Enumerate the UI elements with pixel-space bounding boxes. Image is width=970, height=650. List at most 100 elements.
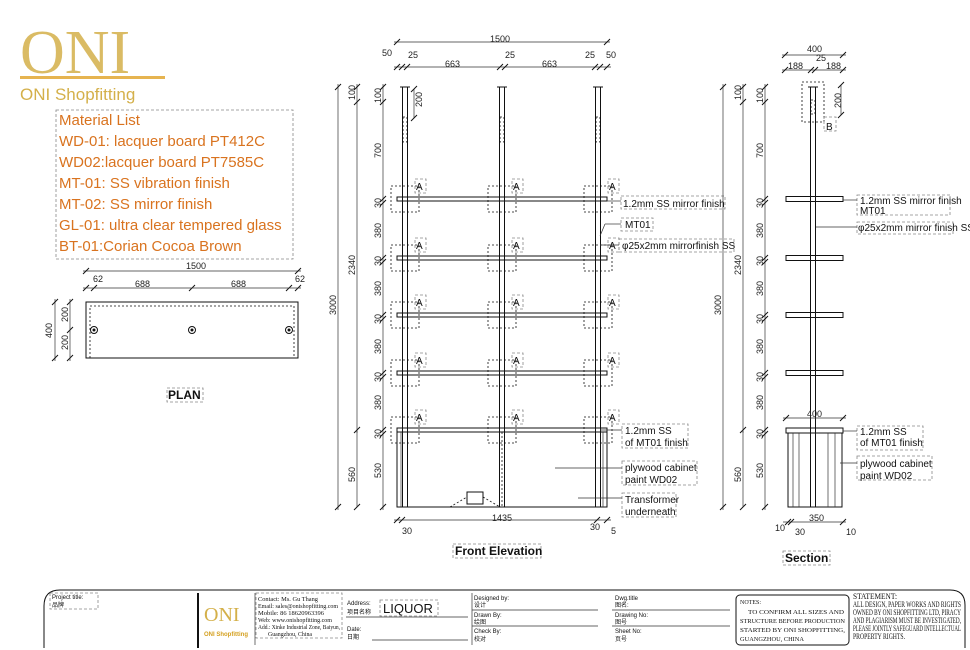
section-dim: 10: [775, 523, 785, 533]
material-item: BT-01:Corian Cocoa Brown: [59, 238, 242, 255]
front-dim: 25: [408, 50, 418, 60]
post-sleeve: [499, 116, 505, 143]
detail-marker-a: A: [513, 182, 520, 193]
post: [402, 86, 408, 508]
dimension-tick: [379, 430, 387, 438]
detail-marker-a: A: [513, 356, 520, 367]
detail-a-tag: [511, 294, 524, 310]
callout: underneath: [625, 507, 676, 518]
front-elevation: 1500 50 25 663 25 663 25 50 200 1435 30 …: [382, 34, 736, 558]
dimension-tick: [839, 66, 847, 74]
leader-line: [599, 223, 606, 237]
plan-title: PLAN: [168, 388, 201, 402]
detail-a-tag: [414, 178, 427, 194]
callout: paint WD02: [860, 471, 913, 482]
detail-a-box: [390, 359, 420, 387]
detail-a-box: [583, 244, 613, 272]
detail-marker-a: A: [609, 241, 616, 252]
date-cn: 日期: [347, 633, 359, 641]
dimension-tick: [294, 267, 302, 275]
front-dim: 1435: [492, 513, 512, 523]
section-view: 400 188 25 188 200 B 400 350 10 30 10 1.…: [775, 44, 970, 565]
dimension-label: 3000: [713, 295, 723, 315]
front-dim: 30: [590, 522, 600, 532]
drawn-by-cn: 绘图: [474, 618, 486, 626]
dimension-tick: [761, 430, 769, 438]
detail-a-box: [390, 301, 420, 329]
dimension-tick: [393, 63, 401, 71]
detail-a-tag: [414, 409, 427, 425]
dimension-tick: [807, 66, 815, 74]
dimension-tick: [379, 503, 387, 511]
front-dim: 663: [542, 59, 557, 69]
dimension-label: 3000: [328, 295, 338, 315]
detail-a-tag: [607, 294, 620, 310]
dimension-label: 530: [755, 463, 765, 478]
material-item: MT-01: SS vibration finish: [59, 175, 230, 192]
notes-label: NOTES:: [740, 600, 761, 606]
dimension-tick: [379, 83, 387, 91]
dimension-tick: [398, 516, 406, 524]
dimension-label: 30: [373, 256, 383, 266]
contact-line: Contact: Ms. Gu Thang: [258, 597, 318, 603]
statement-label: STATEMENT:: [853, 592, 897, 601]
callout-box: [618, 238, 735, 253]
logo-subtitle: ONI Shopfitting: [20, 85, 135, 104]
dimension-tick: [51, 354, 59, 362]
callout-box: [621, 460, 698, 486]
detail-a-box: [487, 185, 517, 213]
dimension-tick: [761, 83, 769, 91]
designed-by-label: Designed by:: [474, 596, 509, 602]
detail-a-tag: [511, 352, 524, 368]
dimension-label: 700: [755, 143, 765, 158]
shelf: [785, 370, 844, 376]
detail-marker-b: B: [826, 122, 833, 133]
detail-a-box: [390, 244, 420, 272]
material-item: WD02:lacquer board PT7585C: [59, 154, 264, 171]
drawing-no-cn: 图号: [615, 619, 627, 626]
post-hole-center: [287, 328, 291, 332]
dimension-tick: [761, 311, 769, 319]
plan-dim: 688: [135, 279, 150, 289]
callout: 1.2mm SS: [860, 427, 907, 438]
detail-marker-a: A: [416, 298, 423, 309]
plan-dim: 1500: [186, 261, 206, 271]
front-dim: 25: [585, 50, 595, 60]
callout: plywood cabinet: [860, 459, 932, 470]
dimension-tick: [379, 373, 387, 381]
drawn-by-label: Drawn By:: [474, 613, 502, 619]
dimension-label: 380: [373, 395, 383, 410]
detail-a-box: [487, 301, 517, 329]
dimension-label: 30: [755, 256, 765, 266]
detail-a-tag: [414, 294, 427, 310]
post-hole-center: [92, 328, 96, 332]
project-name: LIQUOR: [383, 601, 433, 616]
dimension-tick: [379, 315, 387, 323]
plan-inner-outline: [89, 305, 295, 359]
title-block-logo-sub: ONI Shopfitting: [204, 632, 248, 638]
notes-line: STRUCTURE BEFORE PRODUCTION: [740, 619, 846, 625]
front-title-box: [452, 543, 542, 559]
callout-box: [620, 217, 654, 232]
post-hole-icon: [90, 326, 98, 334]
dimension-tick: [393, 38, 401, 46]
post-sleeve: [595, 116, 601, 143]
section-dim: 188: [826, 61, 841, 71]
detail-a-tag: [607, 352, 620, 368]
date-label: Date:: [347, 627, 362, 633]
plan-dim: 62: [93, 274, 103, 284]
notes-line: STARTED BY ONI SHOPFITTING,: [740, 628, 846, 634]
dimension-tick: [603, 38, 611, 46]
dimension-tick: [379, 199, 387, 207]
dimension-label: 380: [755, 339, 765, 354]
dimension-tick: [379, 258, 387, 266]
statement-line: AND PLAGIARISM MUST BE INVESTIGATED,: [853, 616, 961, 625]
contact-line: Email: sales@onishopfitting.com: [258, 603, 338, 610]
dimension-label: 30: [755, 372, 765, 382]
statement-line: PLEASE JOINTLY SAFEGUARD INTELLECTUAL: [853, 624, 961, 633]
dimension-label: 380: [755, 395, 765, 410]
dimension-tick: [603, 516, 611, 524]
shelf: [785, 255, 844, 261]
